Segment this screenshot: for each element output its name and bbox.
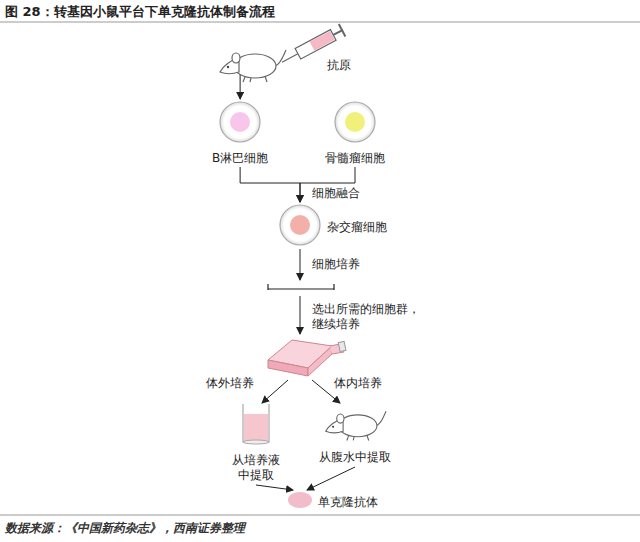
flow-label: 细胞融合 — [312, 186, 360, 201]
flow-connector — [307, 467, 355, 490]
shape-graphic — [333, 100, 377, 148]
node-label: 单克隆抗体 — [318, 495, 378, 510]
flow-connector — [240, 74, 241, 99]
antibody-product: 单克隆抗体 — [287, 491, 378, 513]
cell-circle: 杂交瘤细胞 — [278, 203, 387, 251]
title-rule — [0, 22, 640, 23]
node-label: 骨髓瘤细胞 — [325, 151, 385, 166]
flow-connector — [256, 485, 293, 490]
node-label: B淋巴细胞 — [212, 151, 268, 166]
shape-graphic — [238, 402, 274, 450]
shape-graphic — [287, 491, 313, 513]
culture-tube: 从培养液中提取 — [231, 402, 281, 483]
flow-label: 体内培养 — [334, 376, 382, 391]
node-label: 从培养液中提取 — [231, 453, 281, 483]
cell-circle: 骨髓瘤细胞 — [325, 100, 385, 166]
source-caption: 数据来源：《中国新药杂志》，西南证券整理 — [5, 520, 245, 537]
flow-arrow — [300, 249, 301, 280]
node-label: 从腹水中提取 — [319, 450, 391, 465]
node-label: 杂交瘤细胞 — [327, 220, 387, 235]
flow-arrow — [300, 296, 301, 334]
flow-label: 选出所需的细胞群， 继续培养 — [312, 302, 428, 332]
flow-connector — [240, 167, 300, 202]
shape-graphic — [215, 22, 355, 88]
shape-graphic — [218, 100, 262, 148]
shape-graphic — [278, 203, 322, 251]
shape-graphic — [323, 405, 387, 447]
caption-rule — [0, 515, 640, 516]
figure-title: 图 28：转基因小鼠平台下单克隆抗体制备流程 — [5, 3, 275, 21]
immunised-mouse: 抗原 — [215, 22, 367, 73]
flow-label: 体外培养 — [206, 376, 254, 391]
cell-circle: B淋巴细胞 — [212, 100, 268, 166]
culture-flask — [268, 340, 346, 376]
culture-plate — [268, 284, 334, 290]
ascites-mouse: 从腹水中提取 — [319, 405, 391, 465]
node-label: 抗原 — [327, 58, 367, 73]
flow-arrow — [262, 380, 288, 403]
flow-label: 细胞培养 — [312, 257, 360, 272]
